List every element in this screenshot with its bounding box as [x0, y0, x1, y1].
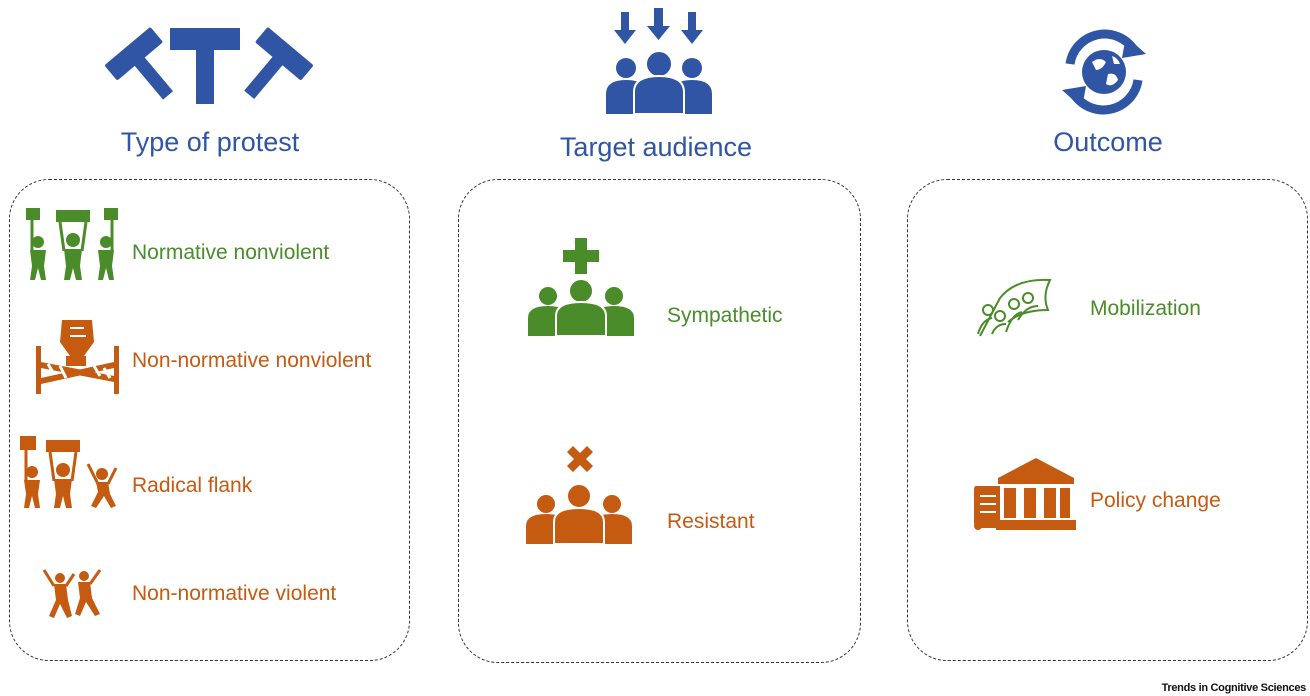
mixed-protesters-icon	[20, 436, 118, 508]
audience-box	[458, 179, 861, 663]
protest-box	[9, 179, 410, 661]
protest-item-non-normative-nonviolent: Non-normative nonviolent	[132, 349, 372, 372]
gavel-icon	[105, 27, 313, 104]
audience-item-resistant: Resistant	[667, 510, 755, 533]
protest-title: Type of protest	[120, 127, 300, 157]
audience-arrows-icon	[606, 8, 712, 115]
fist-barricade-icon	[36, 320, 119, 394]
outcome-title: Outcome	[1053, 127, 1163, 157]
protest-item-normative-nonviolent: Normative nonviolent	[132, 241, 330, 264]
audience-title: Target audience	[559, 132, 753, 162]
globe-cycle-icon	[1062, 29, 1146, 115]
outcome-item-mobilization: Mobilization	[1090, 297, 1201, 320]
sign-holders-icon	[26, 208, 118, 280]
outcome-item-policy-change: Policy change	[1090, 489, 1221, 512]
protest-item-non-normative-violent: Non-normative violent	[132, 582, 337, 605]
flag-crowd-icon	[977, 278, 1052, 337]
group-plus-icon	[528, 238, 634, 337]
fighters-icon	[42, 569, 102, 618]
protest-item-radical-flank: Radical flank	[132, 474, 253, 497]
audience-item-sympathetic: Sympathetic	[667, 304, 783, 327]
journal-credit: Trends in Cognitive Sciences	[1161, 682, 1307, 694]
group-cross-icon	[526, 446, 632, 545]
outcome-box	[907, 179, 1308, 661]
institution-scroll-icon	[974, 458, 1076, 530]
